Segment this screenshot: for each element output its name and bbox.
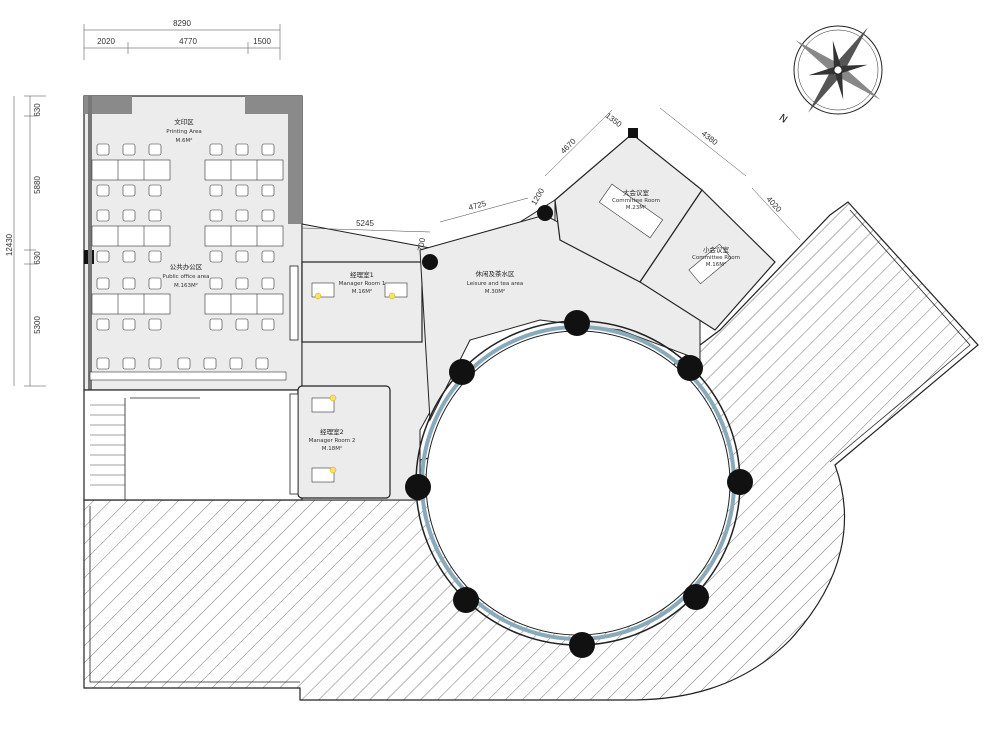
svg-text:经理室1: 经理室1 (350, 270, 374, 279)
desk-lamps (314, 292, 396, 474)
svg-text:Leisure and tea area: Leisure and tea area (467, 281, 524, 287)
dim-left-a: 630 (33, 103, 42, 117)
room-label-printing: 文印区 Printing Area M.6M² (166, 117, 202, 144)
svg-text:休闲及茶水区: 休闲及茶水区 (476, 269, 516, 278)
manager-room-1 (301, 261, 423, 343)
dim-small-a: 700 (416, 237, 427, 252)
dim-top-right: 1500 (253, 37, 271, 46)
room-label-public-office: 公共办公区 Public office area M.163M² (162, 262, 209, 289)
dim-top-mid: 4770 (179, 37, 197, 46)
dim-top-left: 2020 (97, 37, 115, 46)
dim-small-b: 1200 (529, 186, 546, 206)
compass-north-label: N (777, 112, 789, 125)
svg-text:Public office area: Public office area (162, 274, 209, 280)
svg-text:小会议室: 小会议室 (703, 245, 730, 254)
compass-rose-icon (793, 25, 883, 115)
svg-text:公共办公区: 公共办公区 (170, 262, 203, 271)
dim-corridor: 5245 (356, 219, 374, 228)
svg-text:M.23M²: M.23M² (626, 204, 646, 211)
dim-top-total: 8290 (173, 19, 191, 28)
svg-text:Committee Room: Committee Room (692, 255, 740, 261)
room-label-manager-1: 经理室1 Manager Room 1 M.16M² (339, 270, 386, 295)
dim-left-b: 5880 (33, 176, 42, 194)
room-label-leisure: 休闲及茶水区 Leisure and tea area M.30M² (467, 269, 524, 295)
columns (405, 205, 753, 658)
room-label-manager-2: 经理室2 Manager Room 2 M.18M² (309, 427, 356, 452)
svg-text:M.30M²: M.30M² (485, 288, 505, 295)
dim-left-d: 5300 (33, 316, 42, 334)
dimension-lines (13, 24, 801, 387)
svg-text:文印区: 文印区 (174, 117, 194, 126)
dim-small-c: 1350 (604, 111, 624, 129)
dim-diag-a: 4725 (468, 199, 488, 212)
dim-left-total: 12430 (5, 233, 14, 256)
svg-text:Manager Room 1: Manager Room 1 (339, 281, 386, 287)
svg-text:M.163M²: M.163M² (174, 282, 198, 289)
room-label-big-meeting: 大会议室 Committee Room M.23M² (612, 188, 660, 211)
room-label-small-meeting: 小会议室 Committee Room M.16M² (692, 245, 740, 268)
dim-left-c: 630 (33, 251, 42, 265)
svg-text:大会议室: 大会议室 (623, 188, 650, 197)
svg-text:Printing Area: Printing Area (166, 129, 202, 135)
svg-text:M.16M²: M.16M² (352, 288, 372, 295)
svg-text:M.18M²: M.18M² (322, 445, 342, 452)
svg-text:M.6M²: M.6M² (176, 137, 193, 144)
svg-text:Manager Room 2: Manager Room 2 (309, 438, 356, 444)
dim-diag-c: 4380 (700, 129, 720, 147)
stairs (90, 397, 200, 500)
workstations (89, 143, 287, 381)
svg-text:经理室2: 经理室2 (320, 427, 344, 436)
meeting-furniture (311, 183, 732, 483)
svg-text:Committee Room: Committee Room (612, 198, 660, 204)
svg-text:M.16M²: M.16M² (706, 261, 726, 268)
